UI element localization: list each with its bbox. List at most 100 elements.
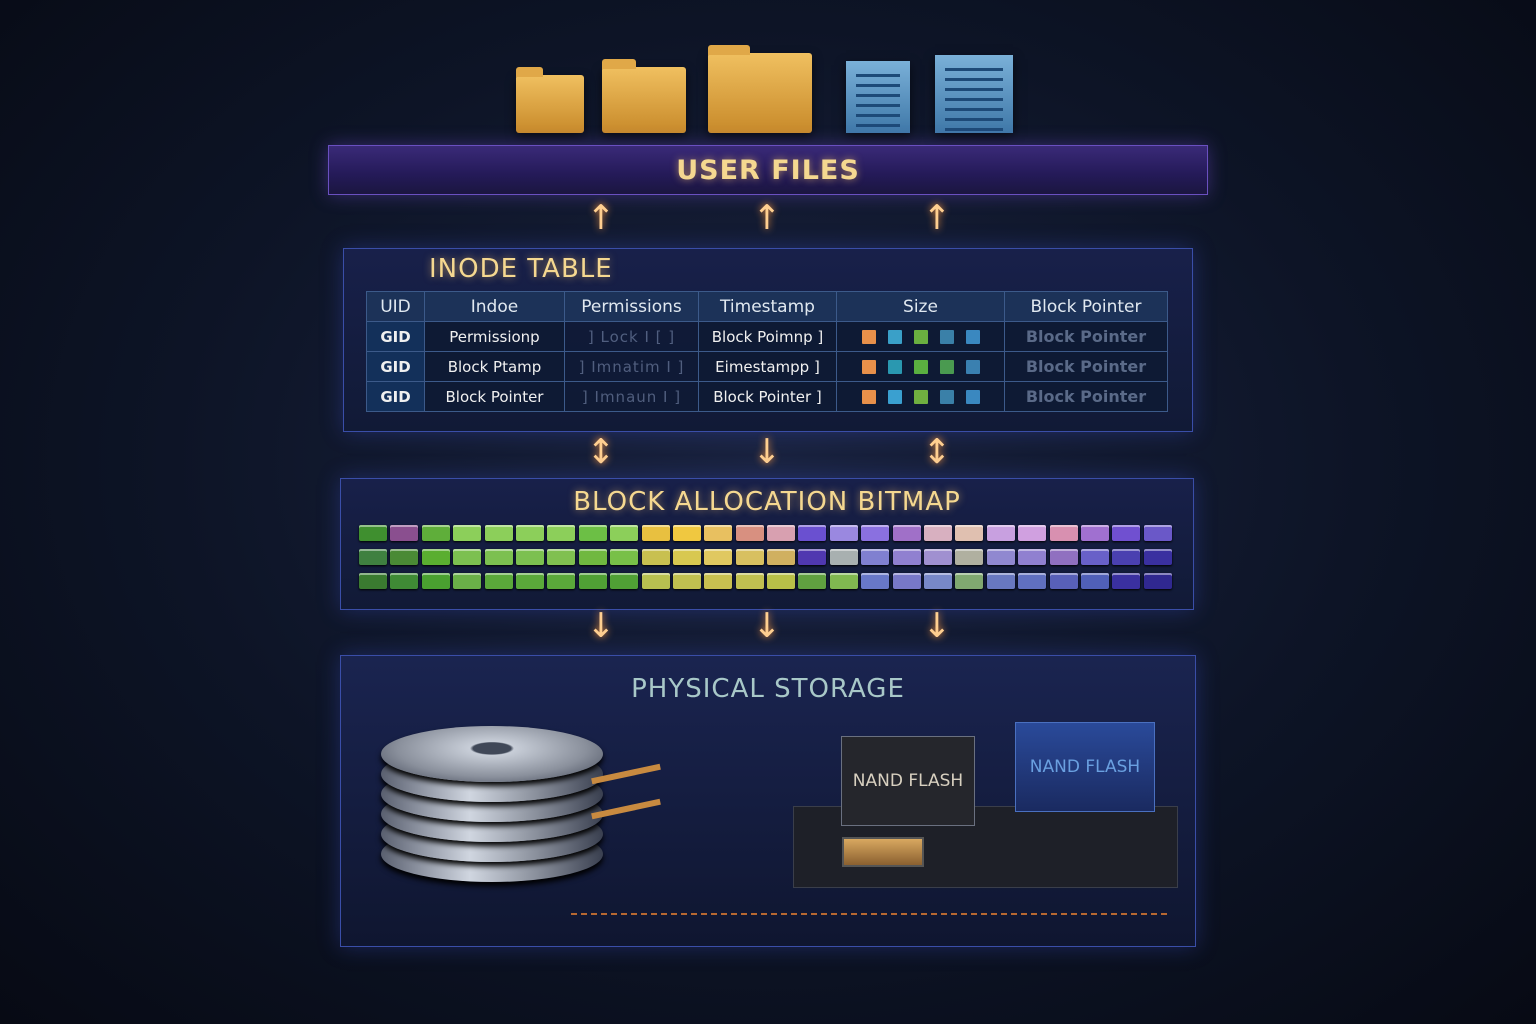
bitmap-block	[1143, 573, 1172, 589]
user-files-title: USER FILES	[676, 154, 860, 186]
bitmap-block	[892, 549, 921, 565]
nand-flash-chip: NAND FLASH	[1015, 722, 1155, 812]
cell-size	[836, 381, 1005, 412]
bitmap-block	[421, 525, 450, 541]
bitmap-block	[421, 549, 450, 565]
user-file-icons	[510, 38, 1030, 133]
bitmap-block	[986, 525, 1015, 541]
bitmap-block	[892, 573, 921, 589]
size-block-icon	[913, 390, 928, 404]
bitmap-block	[986, 549, 1015, 565]
table-row: GID Permissionp ] Lock I [ ] Block Poimn…	[366, 321, 1168, 352]
bitmap-block	[955, 525, 984, 541]
cell-id: GID	[366, 351, 425, 382]
bitmap-block	[453, 525, 482, 541]
bitmap-block	[861, 525, 890, 541]
header-size: Size	[836, 291, 1005, 322]
document-icon	[935, 55, 1013, 133]
bitmap-block	[1112, 549, 1141, 565]
inode-table-title: INODE TABLE	[429, 254, 613, 284]
bitmap-block	[578, 573, 607, 589]
cell-block-pointer: Block Pointer	[1004, 381, 1168, 412]
cell-id: GID	[366, 321, 425, 352]
bitmap-block	[359, 525, 387, 541]
bitmap-block	[924, 549, 953, 565]
bitmap-block	[1080, 573, 1109, 589]
arrow-up-icon: ↑	[752, 198, 782, 238]
size-block-icon	[939, 360, 954, 374]
cell-id: GID	[366, 381, 425, 412]
bitmap-block	[1112, 573, 1141, 589]
bitmap-block	[1049, 525, 1078, 541]
physical-storage-panel: PHYSICAL STORAGE NAND FLASH NAND FLASH	[340, 655, 1196, 947]
arrow-down-icon: ↓	[752, 432, 782, 472]
header-permissions: Permissions	[564, 291, 699, 322]
arrow-down-icon: ↓	[922, 606, 952, 646]
bitmap-block	[735, 573, 764, 589]
bitmap-block	[453, 549, 482, 565]
document-icon	[846, 61, 910, 133]
bitmap-block	[767, 573, 796, 589]
bitmap-block	[1143, 549, 1172, 565]
bitmap-block	[484, 549, 513, 565]
bitmap-block	[1049, 573, 1078, 589]
bitmap-block	[704, 573, 733, 589]
bitmap-block	[1112, 525, 1141, 541]
cell-inode: Block Ptamp	[424, 351, 565, 382]
bitmap-block	[798, 525, 827, 541]
bitmap-block	[704, 525, 733, 541]
bitmap-block	[390, 549, 419, 565]
cell-timestamp: Block Poimnp ]	[698, 321, 837, 352]
bitmap-block	[672, 525, 701, 541]
bitmap-block	[610, 573, 639, 589]
bitmap-block	[955, 573, 984, 589]
physical-storage-title: PHYSICAL STORAGE	[631, 674, 905, 704]
size-block-icon	[965, 360, 980, 374]
arrow-bidirectional-icon: ↕	[586, 432, 616, 472]
bitmap-block	[1080, 549, 1109, 565]
cell-inode: Permissionp	[424, 321, 565, 352]
bitmap-block	[1018, 525, 1047, 541]
cell-timestamp: Block Pointer ]	[698, 381, 837, 412]
cell-permissions: ] Imnaun I ]	[564, 381, 699, 412]
bitmap-block	[798, 549, 827, 565]
bitmap-block	[453, 573, 482, 589]
bitmap-block	[798, 573, 827, 589]
size-block-icon	[965, 390, 980, 404]
bitmap-block	[578, 549, 607, 565]
bitmap-block	[1018, 573, 1047, 589]
bitmap-block	[704, 549, 733, 565]
bitmap-block	[1080, 525, 1109, 541]
bitmap-block	[515, 549, 544, 565]
bitmap-title: BLOCK ALLOCATION BITMAP	[573, 487, 961, 517]
bitmap-block	[672, 549, 701, 565]
cell-size	[836, 351, 1005, 382]
size-block-icon	[861, 390, 876, 404]
cell-size	[836, 321, 1005, 352]
user-files-layer: USER FILES	[328, 145, 1208, 195]
bitmap-block	[829, 525, 858, 541]
arrow-up-icon: ↑	[922, 198, 952, 238]
bitmap-block	[924, 525, 953, 541]
bitmap-block	[861, 573, 890, 589]
arrow-up-icon: ↑	[586, 198, 616, 238]
bitmap-block	[892, 525, 921, 541]
table-row: GID Block Ptamp ] Imnatim I ] Eimestampp…	[366, 351, 1168, 382]
table-row: GID Block Pointer ] Imnaun I ] Block Poi…	[366, 381, 1168, 412]
size-block-icon	[887, 330, 902, 344]
bitmap-block	[986, 573, 1015, 589]
header-inode: Indoe	[424, 291, 565, 322]
folder-icon	[602, 59, 686, 133]
bitmap-block	[578, 525, 607, 541]
header-uid: UID	[366, 291, 425, 322]
bitmap-block	[735, 525, 764, 541]
bitmap-block	[390, 573, 419, 589]
bitmap-block	[547, 573, 576, 589]
size-block-icon	[939, 330, 954, 344]
bitmap-block	[829, 549, 858, 565]
bitmap-grid	[359, 525, 1172, 589]
bitmap-block	[484, 525, 513, 541]
bitmap-block	[1018, 549, 1047, 565]
data-trace-line	[571, 913, 1171, 915]
bitmap-block	[672, 573, 701, 589]
